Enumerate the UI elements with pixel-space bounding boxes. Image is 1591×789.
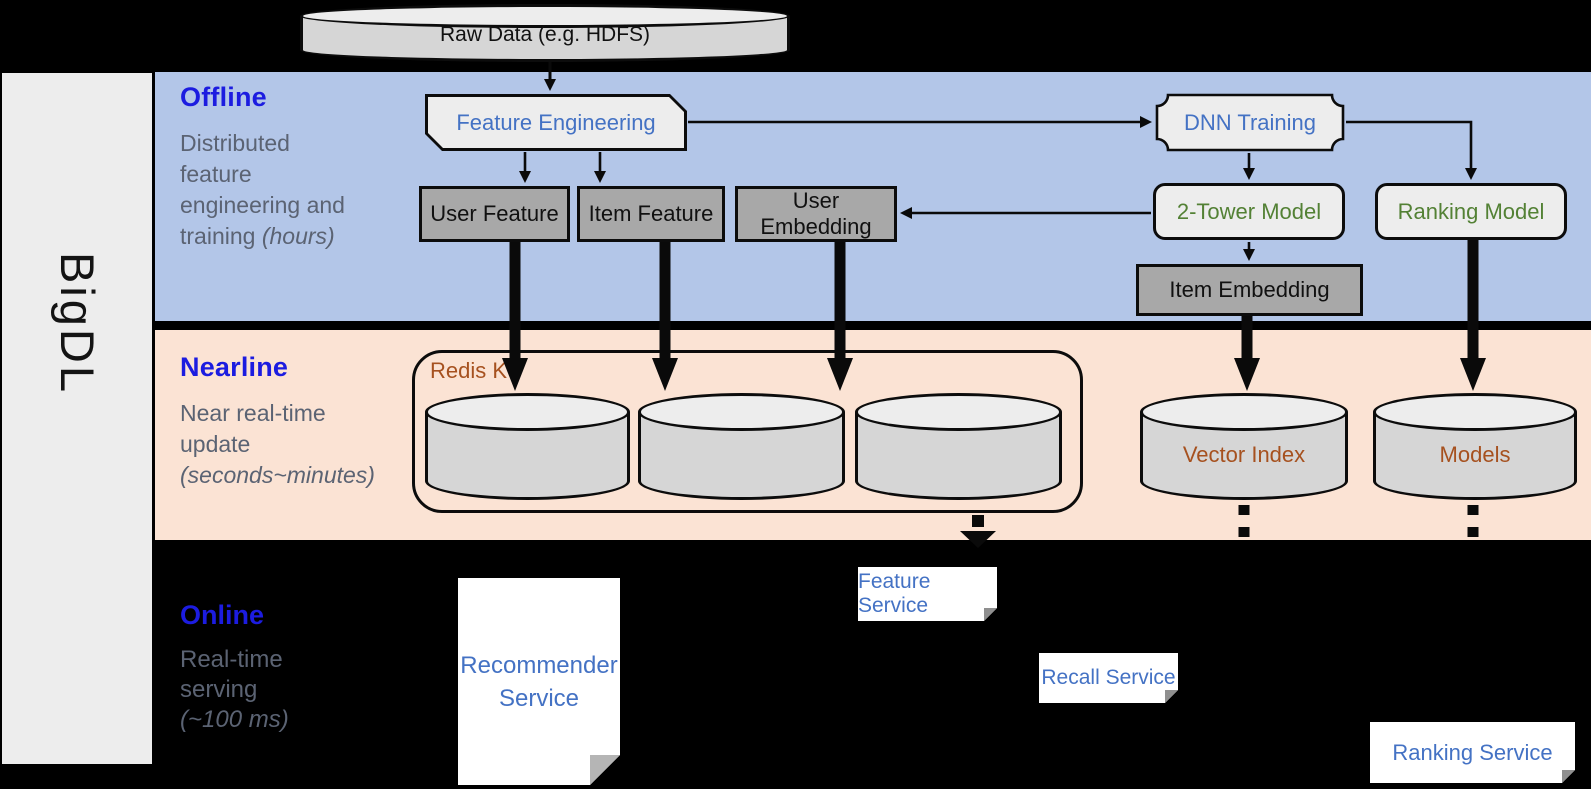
ranking-model-node: Ranking Model [1375, 183, 1567, 240]
plaque-shape [1155, 93, 1345, 152]
user-embedding-label: User Embedding [760, 188, 872, 239]
redis-kv-label: Redis KV [430, 358, 522, 383]
dnn-training-label: DNN Training [1183, 109, 1317, 135]
cylinder-top [638, 393, 845, 431]
feature-service-label: Feature Service [858, 570, 931, 617]
recommender-service-label: Recommender Service [460, 651, 618, 712]
cylinder-top [1373, 393, 1577, 431]
cylinder-top [1140, 393, 1348, 431]
item-feature-label: Item Feature [588, 201, 714, 226]
user-embedding-node: User Embedding [735, 186, 897, 242]
vector-index-label: Vector Index [1182, 442, 1306, 468]
user-feature-label: User Feature [430, 201, 559, 226]
feature-engineering-node: Feature Engineering [425, 94, 687, 151]
ranking-service-node: Ranking Service [1370, 722, 1575, 783]
recommender-service-node: Recommender Service [458, 578, 620, 785]
kv-cylinder-2 [638, 393, 845, 500]
online-title: Online [180, 600, 265, 630]
kv-cylinder-3 [855, 393, 1062, 500]
nearline-title: Nearline [180, 352, 289, 382]
models-label: Models [1439, 442, 1511, 468]
recall-service-label: Recall Service [1041, 666, 1176, 689]
vector-index-store: Vector Index [1140, 393, 1348, 500]
ranking-service-label: Ranking Service [1392, 739, 1553, 765]
cylinder-top [425, 393, 630, 431]
two-tower-model-label: 2-Tower Model [1176, 198, 1322, 224]
dnn-training-node: DNN Training [1155, 93, 1345, 152]
cylinder-top [855, 393, 1062, 431]
raw-data-store: Raw Data (e.g. HDFS) [300, 4, 790, 62]
cylinder-top [300, 4, 790, 28]
raw-data-label: Raw Data (e.g. HDFS) [439, 22, 651, 46]
feature-service-node: Feature Service [858, 567, 997, 621]
note-fold [984, 608, 997, 621]
bigdl-logo-text: BigDL [51, 252, 104, 396]
kv-cylinder-1 [425, 393, 630, 500]
offline-description: Distributed feature engineering and trai… [180, 130, 345, 249]
item-embedding-node: Item Embedding [1136, 264, 1363, 316]
recall-service-node: Recall Service [1039, 653, 1178, 703]
document-fold [590, 755, 620, 785]
models-store: Models [1373, 393, 1577, 500]
bigdl-sidebar [2, 73, 152, 764]
two-tower-model-node: 2-Tower Model [1153, 183, 1345, 240]
nearline-description: Near real-time update (seconds~minutes) [180, 400, 375, 488]
online-description: Real-time serving (~100 ms) [180, 646, 289, 733]
redis-kv-container [412, 350, 1083, 513]
user-feature-node: User Feature [419, 186, 570, 242]
item-embedding-label: Item Embedding [1169, 277, 1330, 302]
offline-section: Offline Distributed feature engineering … [155, 72, 1591, 321]
ranking-model-label: Ranking Model [1397, 198, 1545, 224]
feature-engineering-label: Feature Engineering [428, 97, 684, 148]
note-fold [1562, 770, 1575, 783]
note-fold [1165, 690, 1178, 703]
item-feature-node: Item Feature [577, 186, 725, 242]
offline-title: Offline [180, 82, 267, 112]
